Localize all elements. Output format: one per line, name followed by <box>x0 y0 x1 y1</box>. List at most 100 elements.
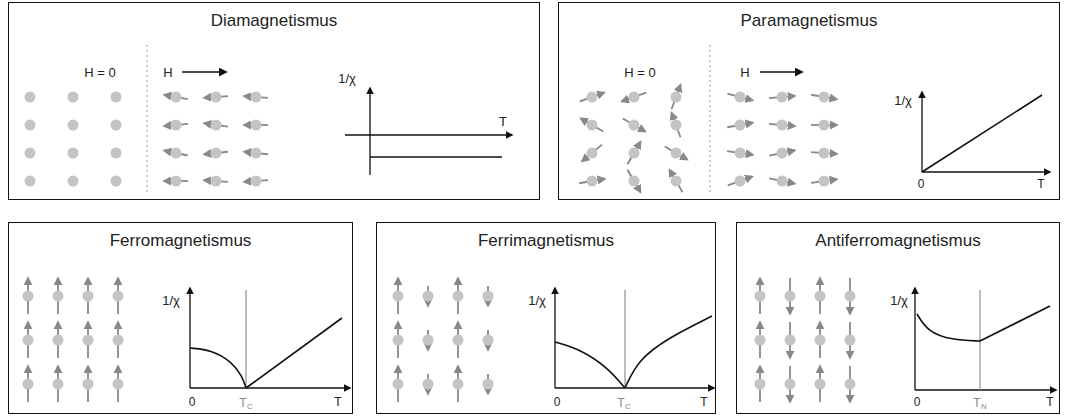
spin-arrow <box>582 145 602 162</box>
atom-dot <box>735 92 746 103</box>
atom-dot <box>68 92 79 103</box>
atom-dot <box>587 120 598 131</box>
atom-dot <box>111 92 122 103</box>
atom-dot <box>211 148 222 159</box>
magnetism-panel: Ferromagnetismus <box>8 222 353 414</box>
axis <box>189 288 190 388</box>
atom-dot <box>755 335 766 346</box>
axis-label: C <box>625 403 631 411</box>
atom-dot <box>785 291 796 302</box>
curve <box>980 306 1050 341</box>
atom-dot <box>735 176 746 187</box>
atom-dot <box>785 335 796 346</box>
spin-arrow <box>581 119 604 132</box>
atom-dot <box>587 176 598 187</box>
panel-title: Diamagnetismus <box>9 3 539 31</box>
axis-label: T <box>1037 178 1044 190</box>
atom-dot <box>113 335 124 346</box>
atom-dot <box>171 148 182 159</box>
atom-dot <box>755 379 766 390</box>
panel-title: Antiferromagnetismus <box>737 223 1059 251</box>
atom-dot <box>53 335 64 346</box>
spin-arrow <box>628 170 641 193</box>
separator-line <box>710 45 711 195</box>
atom-dot <box>453 291 464 302</box>
atom-dot <box>83 291 94 302</box>
axis-label: T <box>617 397 624 409</box>
axis-label: 1/χ <box>890 294 908 307</box>
atom-dot <box>671 92 682 103</box>
axis <box>915 389 1056 390</box>
atom-dot <box>423 291 434 302</box>
atom-dot <box>483 379 494 390</box>
axis-label: 0 <box>918 178 925 190</box>
atom-dot <box>819 120 830 131</box>
panel-title: Ferrimagnetismus <box>377 223 715 251</box>
axis-label: 0 <box>189 396 196 408</box>
axis <box>922 171 1050 172</box>
atom-dot <box>211 92 222 103</box>
atom-dot <box>629 148 640 159</box>
transition-line <box>245 290 246 388</box>
axis <box>914 288 915 390</box>
axis-label: T <box>239 397 246 409</box>
atom-dot <box>777 92 788 103</box>
axis-label: C <box>247 403 253 411</box>
spin-arrow <box>670 170 683 193</box>
atom-dot <box>25 148 36 159</box>
atom-dot <box>111 176 122 187</box>
atom-dot <box>25 92 36 103</box>
atom-dot <box>629 120 640 131</box>
atom-dot <box>777 148 788 159</box>
magnetism-panel: Ferrimagnetismus <box>376 222 716 414</box>
atom-dot <box>671 148 682 159</box>
atom-dot <box>23 291 34 302</box>
atom-dot <box>483 335 494 346</box>
atom-dot <box>777 120 788 131</box>
atom-dot <box>453 379 464 390</box>
spin-arrow <box>665 147 688 160</box>
field-arrow <box>760 71 802 73</box>
curve <box>917 314 980 341</box>
axis-label: 1/χ <box>162 294 180 307</box>
axis <box>345 134 512 135</box>
atom-dot <box>845 379 856 390</box>
axis-label: T <box>700 396 707 408</box>
axis-label: 1/χ <box>338 72 356 85</box>
atom-dot <box>171 92 182 103</box>
axis <box>921 92 922 172</box>
atom-dot <box>671 120 682 131</box>
atom-dot <box>68 148 79 159</box>
axis-label: H = 0 <box>624 66 655 79</box>
panel-title: Paramagnetismus <box>559 3 1059 31</box>
atom-dot <box>845 335 856 346</box>
atom-dot <box>587 92 598 103</box>
atom-dot <box>111 148 122 159</box>
atom-dot <box>251 92 262 103</box>
axis <box>555 387 714 388</box>
axis-label: 0 <box>914 396 921 408</box>
axis <box>369 88 370 175</box>
atom-dot <box>815 291 826 302</box>
atom-dot <box>83 335 94 346</box>
axis-label: T <box>334 396 341 408</box>
atom-dot <box>251 120 262 131</box>
atom-dot <box>735 148 746 159</box>
atom-dot <box>819 92 830 103</box>
magnetism-panel: Diamagnetismus <box>8 2 540 200</box>
atom-dot <box>113 291 124 302</box>
field-arrow <box>182 71 226 73</box>
axis <box>190 387 350 388</box>
atom-dot <box>113 379 124 390</box>
axis-label: T <box>499 115 507 128</box>
atom-dot <box>453 335 464 346</box>
atom-dot <box>393 379 404 390</box>
atom-dot <box>785 379 796 390</box>
curve <box>246 318 342 388</box>
axis-label: H <box>163 66 172 79</box>
spin-arrow <box>628 142 641 165</box>
atom-dot <box>393 335 404 346</box>
atom-dot <box>68 176 79 187</box>
atom-dot <box>251 176 262 187</box>
atom-dot <box>393 291 404 302</box>
